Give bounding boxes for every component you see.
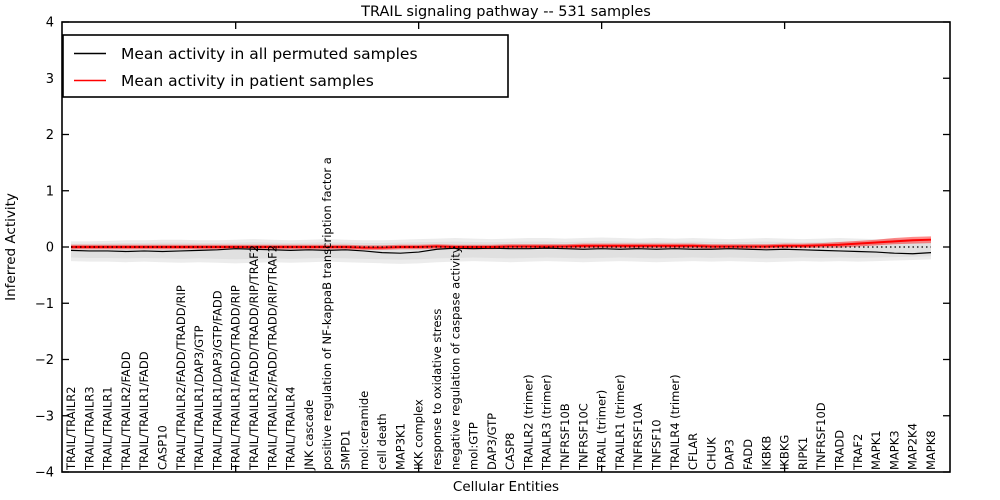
series-lines [70, 238, 932, 255]
x-tick-label: positive regulation of NF-kappaB transcr… [320, 157, 334, 470]
x-tick-label: mol:ceramide [357, 391, 371, 470]
x-tick-label: CFLAR [686, 433, 700, 470]
x-tick-label: TRAIL/TRAILR1/DAP3/GTP/FADD [210, 290, 224, 471]
x-tick-label: SMPD1 [338, 430, 352, 470]
x-tick-label: TRAIL/TRAILR2/FADD [119, 351, 133, 471]
x-tick-label: negative regulation of caspase activity [448, 246, 462, 470]
x-tick-label: TRAIL/TRAILR4 [284, 386, 298, 471]
y-tick-label: 4 [46, 16, 54, 31]
x-tick-label: CASP8 [503, 433, 517, 470]
x-tick-label: TNFSF10 [650, 419, 664, 471]
x-tick-label: FADD [741, 439, 755, 470]
x-tick-label: TNFRSF10B [558, 403, 572, 471]
x-tick-label: MAPK1 [869, 430, 883, 470]
x-tick-label: TRAIL/TRAILR2/FADD/TRADD/RIP/TRAF2 [265, 245, 279, 471]
x-tick-label: TNFRSF10A [631, 403, 645, 471]
x-tick-label: MAP2K4 [906, 423, 920, 470]
x-tick-label: TRAIL/TRAILR1/FADD [137, 351, 151, 471]
x-tick-label: TRAIL (trimer) [595, 390, 609, 471]
x-tick-label: mol:GTP [467, 422, 481, 470]
y-tick-label: −2 [35, 353, 54, 368]
y-tick-label: 2 [46, 128, 54, 143]
x-tick-label: TRAILR2 (trimer) [521, 374, 535, 471]
x-tick-label: DAP3/GTP [485, 413, 499, 470]
x-tick-label: TRADD [833, 430, 847, 471]
x-tick-label: CASP10 [155, 425, 169, 470]
x-axis-label: Cellular Entities [453, 479, 559, 495]
legend: Mean activity in all permuted samples Me… [62, 34, 509, 98]
x-tick-label: CHUK [704, 437, 718, 470]
chart-title: TRAIL signaling pathway -- 531 samples [360, 4, 651, 20]
y-tick-label: 1 [46, 184, 54, 199]
x-tick-label: IKBKB [759, 436, 773, 470]
x-tick-label: MAPK8 [924, 430, 938, 470]
x-tick-label: TRAILR1 (trimer) [613, 374, 627, 471]
legend-label-patient: Mean activity in patient samples [121, 72, 374, 90]
y-tick-label: −1 [35, 297, 54, 312]
permuted-mean-line [70, 247, 932, 255]
y-tick-label: 3 [46, 72, 54, 87]
x-tick-label: TRAIL/TRAILR1/FADD/TRADD/RIP/TRAF2 [247, 245, 261, 471]
x-tick-label: DAP3 [723, 439, 737, 470]
x-tick-label: TRAILR4 (trimer) [668, 374, 682, 471]
legend-box [62, 34, 509, 98]
y-axis-label: Inferred Activity [3, 193, 19, 301]
patient-mean-line [71, 238, 932, 249]
x-tick-label: TNFRSF10C [576, 403, 590, 471]
y-tick-labels: 4 3 2 1 0 −1 −2 −3 −4 [35, 16, 54, 481]
axes-frame [61, 21, 951, 473]
x-tick-label: IKBKG [778, 435, 792, 470]
x-tick-label: TRAIL/TRAILR1/FADD/TRADD/RIP [229, 285, 243, 471]
x-tick-label: TNFRSF10D [814, 402, 828, 471]
x-tick-label: RIPK1 [796, 437, 810, 470]
x-tick-label: TRAIL/TRAILR3 [82, 386, 96, 471]
x-tick-label: TRAIL/TRAILR1 [101, 386, 115, 471]
x-tick-label: TRAIL/TRAILR1/DAP3/GTP [192, 325, 206, 471]
x-tick-label: TRAILR3 (trimer) [540, 374, 554, 471]
x-tick-label: response to oxidative stress [430, 309, 444, 470]
y-tick-label: −4 [35, 466, 54, 481]
x-tick-label: TRAIL/TRAILR2 [64, 386, 78, 471]
x-tick-label: MAPK3 [887, 430, 901, 470]
legend-label-permuted: Mean activity in all permuted samples [121, 45, 418, 63]
x-tick-label: TRAIL/TRAILR2/FADD/TRADD/RIP [174, 285, 188, 471]
y-tick-label: −3 [35, 409, 54, 424]
x-tick-label: IKK complex [412, 399, 426, 470]
x-tick-label: JNK cascade [302, 400, 316, 471]
x-tick-label: cell death [375, 413, 389, 470]
x-tick-label: MAP3K1 [393, 423, 407, 470]
y-tick-label: 0 [46, 241, 54, 256]
x-tick-label: TRAF2 [851, 434, 865, 471]
